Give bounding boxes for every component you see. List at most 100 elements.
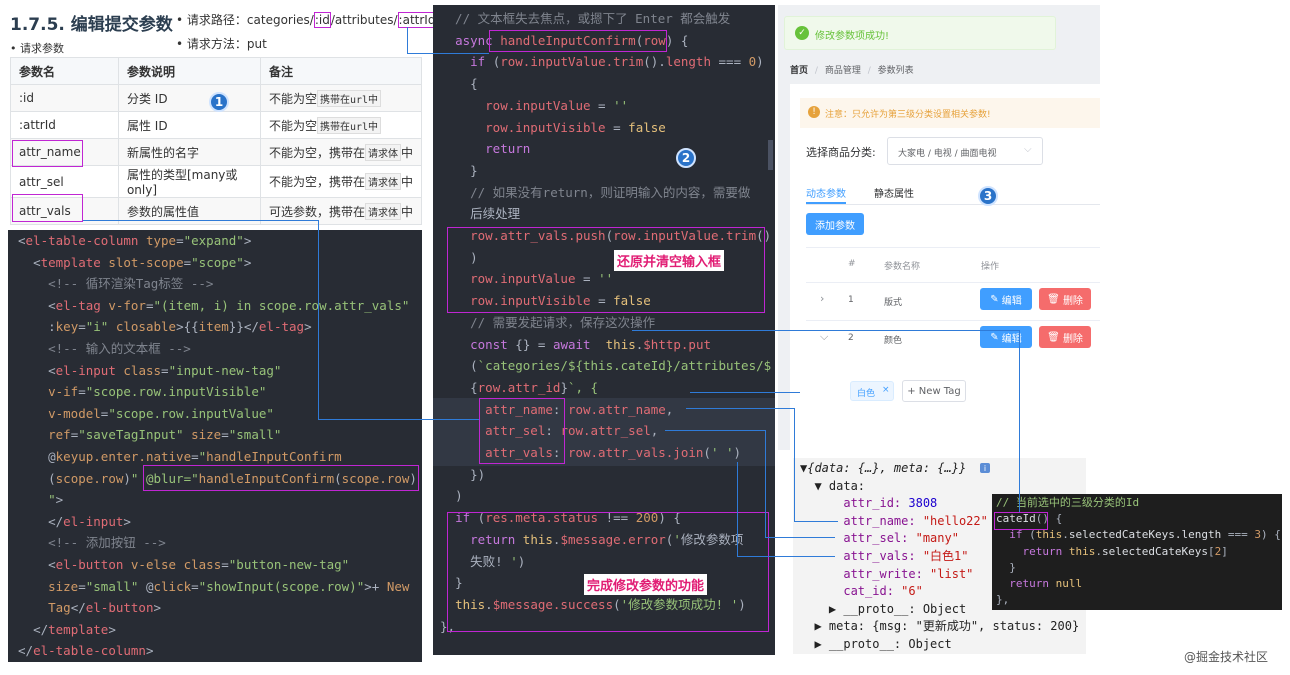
table-row: :attrId 属性 ID 不能为空携带在url中	[10, 111, 423, 139]
info-icon: i	[980, 463, 990, 473]
delete-label: 删除	[1062, 295, 1083, 307]
chevron-down-icon: ⌵	[1024, 144, 1032, 155]
code-line: return null	[1009, 577, 1083, 590]
left-code-panel	[8, 230, 422, 662]
console-line: cat_id: "6"	[800, 584, 923, 599]
connector	[632, 330, 1020, 331]
add-param-button[interactable]: 添加参数	[806, 213, 864, 235]
params-table-header: 参数名 参数说明 备注	[10, 57, 423, 85]
note-text: 可选参数，携带在	[268, 204, 365, 219]
warning-icon: !	[808, 106, 820, 118]
breadcrumb: 首页 / 商品管理 / 参数列表	[790, 63, 914, 76]
expand-chevron-icon[interactable]: ›	[820, 292, 825, 305]
code-line: (scope.row)" @blur="handleInputConfirm(s…	[48, 470, 417, 486]
tab-underline	[806, 202, 846, 204]
param-note: 不能为空，携带在请求体中	[259, 138, 423, 166]
code-line: attr_sel: row.attr_sel,	[485, 423, 659, 439]
toast: ✓ 修改参数项成功!	[784, 16, 1056, 50]
param-name: :id	[10, 84, 119, 112]
connector	[686, 408, 794, 409]
code-line: // 当前选中的三级分类的Id	[996, 496, 1140, 509]
delete-button[interactable]: 🗑 删除	[1039, 326, 1091, 348]
breadcrumb-goods[interactable]: 商品管理	[824, 66, 861, 76]
param-desc: 分类 ID	[117, 84, 261, 112]
code-line: 失败! ')	[470, 553, 526, 569]
row-name: 版式	[884, 298, 903, 308]
code-line: Tag</el-button>	[48, 600, 162, 616]
code-line: </el-input>	[48, 513, 131, 529]
path-attrid: :attrId	[397, 12, 437, 28]
code-line: {	[470, 76, 478, 92]
highlight-reset-block	[447, 227, 765, 313]
console-line[interactable]: ▶ meta: {msg: "更新成功", status: 200}	[800, 619, 1080, 634]
expand-chevron-icon[interactable]: ⌵	[820, 330, 829, 343]
console-line[interactable]: ▼{data: {…}, meta: {…}}	[800, 461, 967, 475]
param-note: 不能为空携带在url中	[259, 111, 423, 139]
tab-static[interactable]: 静态属性	[874, 189, 914, 200]
code-line: const {} = await this.$http.put	[470, 336, 712, 352]
highlight-attr-vals	[12, 194, 83, 222]
close-icon[interactable]: ×	[882, 385, 890, 395]
grid-header-name: 参数名称	[884, 262, 921, 272]
inline-code: 携带在url中	[316, 116, 382, 134]
delete-icon: 🗑	[1047, 331, 1063, 343]
console-line: attr_name: "hello22"	[800, 513, 988, 528]
code-line: })	[470, 466, 486, 482]
badge-3: 3	[978, 186, 998, 206]
warning-alert: ! 注意：只允许为第三级分类设置相关参数!	[800, 98, 1100, 128]
grid-line	[806, 282, 1100, 283]
connector	[765, 430, 766, 537]
connector	[737, 556, 835, 557]
path-mid: /attributes/	[330, 13, 398, 27]
code-line: row.inputValue = ''	[485, 97, 629, 113]
th-note: 备注	[259, 57, 423, 85]
connector	[83, 220, 318, 221]
connector	[794, 521, 838, 522]
success-icon: ✓	[795, 26, 809, 40]
code-line: cateId() {	[996, 512, 1063, 526]
param-name: :attrId	[10, 111, 119, 139]
console-line: attr_vals: "白色1"	[800, 549, 969, 563]
table-row: :id 分类 ID 不能为空携带在url中	[10, 84, 423, 112]
toast-message: 修改参数项成功!	[815, 31, 890, 42]
breadcrumb-home[interactable]: 首页	[790, 66, 809, 76]
delete-icon: 🗑	[1047, 293, 1063, 305]
console-line[interactable]: ▶ __proto__: Object	[800, 601, 967, 616]
edit-button[interactable]: ✎ 编辑	[980, 288, 1032, 310]
code-line: v-if="scope.row.inputVisible"	[48, 384, 267, 400]
param-note: 不能为空携带在url中	[259, 84, 423, 112]
console-line[interactable]: ▼ data:	[800, 478, 866, 493]
code-line: </el-table-column>	[18, 643, 154, 659]
note-text: 不能为空，携带在	[268, 175, 365, 189]
method-label: 请求方法：put	[186, 37, 267, 51]
tag-chip[interactable]: 白色 ×	[850, 381, 894, 401]
note-text: 不能为空	[268, 91, 317, 106]
grid-header-ops: 操作	[981, 262, 1000, 272]
select-label: 选择商品分类:	[806, 146, 876, 159]
badge-2: 2	[676, 148, 696, 168]
edit-label: 编辑	[1001, 333, 1022, 345]
note-text: 不能为空，携带在	[268, 145, 365, 160]
code-line: attr_vals: row.attr_vals.join(' ')	[485, 445, 742, 460]
code-line: }	[455, 575, 463, 591]
code-line: ref="saveTagInput" size="small"	[48, 427, 282, 443]
category-cascader[interactable]: 大家电 / 电视 / 曲面电视 ⌵	[887, 137, 1043, 165]
code-line: return this.selectedCateKeys[2]	[1022, 544, 1228, 558]
console-line[interactable]: ▶ __proto__: Object	[800, 637, 952, 651]
highlight-fn-name	[489, 30, 667, 52]
mid-scrollbar[interactable]	[768, 140, 773, 170]
connector	[318, 220, 319, 419]
note-tail: 中	[400, 175, 413, 189]
code-line: this.$message.success('修改参数项成功! ')	[455, 596, 746, 612]
new-tag-button[interactable]: + New Tag	[902, 380, 966, 402]
code-line: },	[440, 618, 456, 634]
delete-button[interactable]: 🗑 删除	[1039, 288, 1091, 310]
params-table: 参数名 参数说明 备注 :id 分类 ID 不能为空携带在url中 :attrI…	[10, 57, 423, 225]
connector	[794, 408, 795, 521]
tab-dynamic[interactable]: 动态参数	[806, 189, 846, 200]
code-line: 后续处理	[470, 206, 521, 222]
code-line: )	[470, 249, 478, 265]
code-line: <el-table-column type="expand">	[18, 233, 252, 248]
card: ! 注意：只允许为第三级分类设置相关参数! 选择商品分类: 大家电 / 电视 /…	[790, 84, 1100, 450]
console-line: attr_write: "list"	[800, 566, 974, 581]
